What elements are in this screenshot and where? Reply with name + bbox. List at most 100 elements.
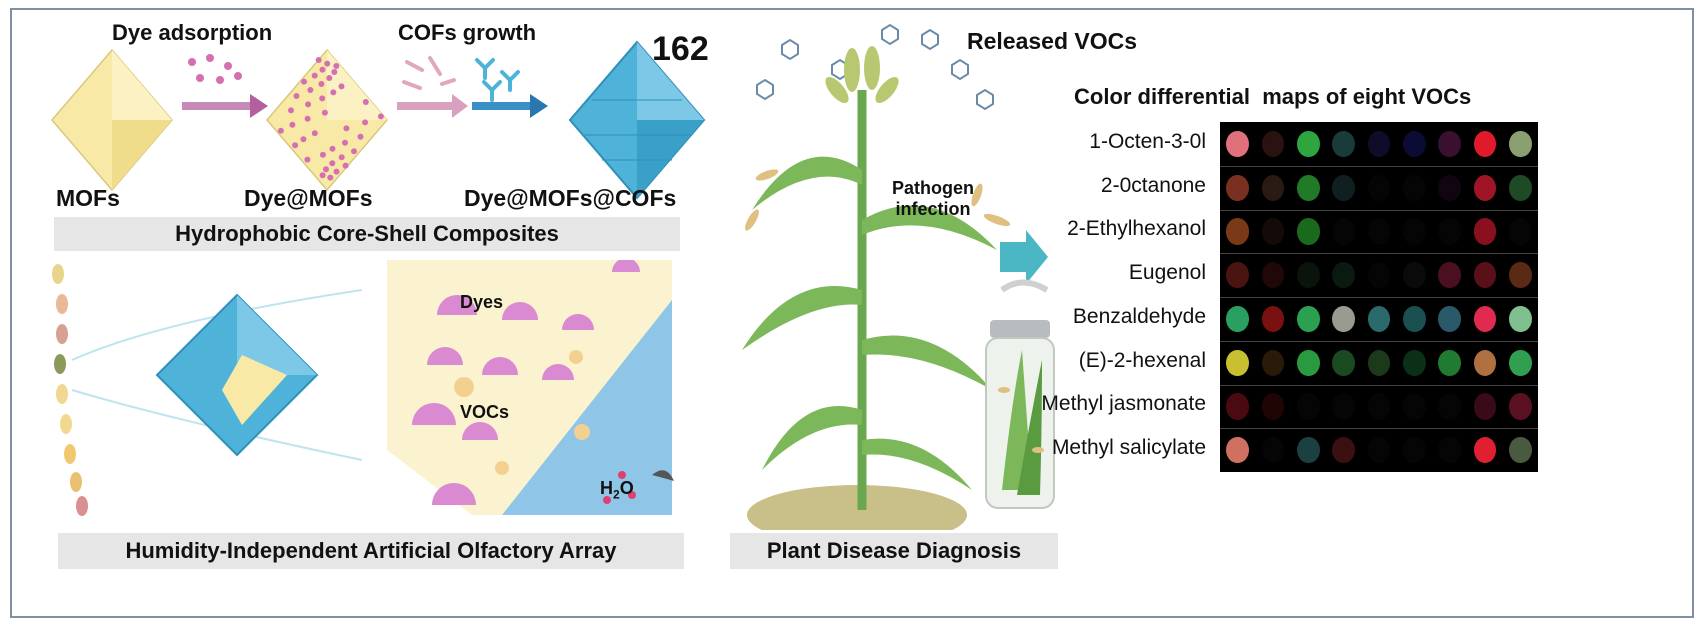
row-divider: [1220, 340, 1538, 342]
row-divider: [1220, 165, 1538, 167]
dye-molecules: [188, 54, 242, 84]
bat-icon: [652, 470, 674, 481]
teal-arrow: [1000, 230, 1048, 284]
color-spot: [1403, 218, 1426, 245]
water-label: H2O: [600, 478, 634, 502]
dye-dot: [324, 60, 331, 67]
step-dye-adsorption-label: Dye adsorption: [112, 20, 273, 45]
dye-dot: [277, 127, 284, 134]
pathogen-infection-label: Pathogen infection: [892, 178, 975, 219]
dye-dot: [357, 133, 364, 140]
color-spot: [1438, 174, 1461, 201]
dye-dot: [318, 81, 325, 87]
color-spot: [1261, 437, 1285, 464]
core-shell-caption: Hydrophobic Core-Shell Composites: [54, 217, 680, 251]
stage-dye-mofs-label: Dye@MOFs: [244, 185, 373, 211]
color-spot: [1261, 218, 1285, 245]
color-spot: [1332, 393, 1355, 420]
color-spot: [1509, 262, 1532, 289]
dye-dot: [329, 160, 336, 167]
released-vocs-label: Released VOCs: [967, 28, 1138, 54]
voc-label: 2-0ctanone: [1100, 173, 1206, 197]
dye-dot: [338, 154, 345, 161]
color-spot: [1297, 437, 1320, 464]
plant-panicle: [825, 46, 899, 104]
dye-dot: [321, 109, 328, 116]
sensor-spot-column: [52, 264, 88, 516]
color-spot: [1226, 437, 1249, 464]
dye-dot: [362, 119, 369, 126]
color-spot: [1297, 349, 1320, 376]
dye-dot: [319, 151, 326, 158]
color-spot: [1367, 174, 1391, 201]
dye-dot: [331, 69, 338, 75]
color-spot: [1403, 393, 1426, 420]
color-spot: [1367, 262, 1391, 289]
row-divider: [1220, 297, 1538, 298]
color-spot: [1403, 262, 1426, 289]
voc-label: Eugenol: [1128, 261, 1206, 285]
dye-dot: [305, 101, 312, 108]
color-spot: [1509, 130, 1532, 157]
arrow-dye-adsorption: [182, 94, 268, 118]
color-spot: [1438, 130, 1461, 157]
color-spot: [1261, 174, 1285, 201]
color-spot: [1297, 393, 1320, 420]
dye-dot: [304, 115, 311, 122]
dye-dot: [323, 166, 329, 173]
color-spot: [1261, 130, 1285, 157]
color-spot: [1226, 349, 1249, 376]
color-spot: [1473, 174, 1497, 201]
dye-dot: [307, 87, 314, 93]
color-spot: [1226, 305, 1249, 332]
color-spot: [1509, 437, 1532, 464]
color-spot: [1473, 305, 1497, 332]
color-spot: [1332, 437, 1355, 464]
color-spot: [1226, 130, 1249, 157]
detection-beam: [71, 289, 363, 461]
dye-dot: [300, 136, 307, 143]
zoom-panel: [387, 260, 674, 515]
soil: [747, 485, 967, 530]
sampling-graphics: [985, 230, 1055, 509]
color-spot: [1367, 349, 1391, 376]
voc-label: Benzaldehyde: [1072, 304, 1206, 328]
color-spot: [1403, 305, 1426, 332]
stage-mofs-label: MOFs: [56, 185, 120, 211]
color-spot: [1403, 437, 1426, 464]
dye-dot: [319, 172, 326, 179]
dye-dot: [292, 142, 299, 149]
color-spot: [1226, 393, 1249, 420]
color-spot: [1332, 130, 1355, 157]
dye-mof-octahedron: [266, 48, 388, 192]
color-spot: [1473, 218, 1497, 245]
arrow-cofs-growth-blue: [472, 94, 548, 118]
dye-dot: [315, 57, 322, 63]
color-spot: [1367, 393, 1391, 420]
voc-label: 1-Octen-3-0l: [1089, 129, 1206, 153]
dye-dot: [377, 113, 384, 120]
dyes-label: Dyes: [460, 292, 504, 312]
dye-dot: [327, 174, 334, 181]
pathogen-spores: [745, 169, 1011, 231]
sample-vial: [985, 320, 1055, 509]
color-spot: [1509, 393, 1532, 420]
color-spot: [1473, 437, 1497, 464]
color-spot: [1261, 393, 1285, 420]
voc-label: 2-Ethylhexanol: [1067, 217, 1206, 241]
color-spot: [1403, 130, 1426, 157]
core-shell-octahedron: [568, 40, 706, 200]
dye-dot: [301, 78, 307, 85]
mof-octahedron: [51, 48, 173, 192]
color-spot: [1438, 218, 1461, 245]
color-spot: [1297, 218, 1320, 245]
color-spot: [1509, 349, 1532, 376]
plant-leaves: [742, 156, 997, 490]
dye-dot: [351, 148, 357, 155]
dye-dot: [293, 93, 300, 99]
color-spot: [1261, 349, 1285, 376]
color-spot: [1403, 174, 1426, 201]
dye-dot: [330, 89, 337, 96]
dye-dot: [311, 72, 318, 79]
dye-dot: [289, 121, 296, 128]
